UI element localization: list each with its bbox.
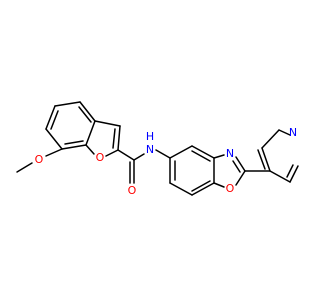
bond-c3-c2 xyxy=(117,125,121,151)
bond-c3-c2-inner xyxy=(112,128,116,149)
bond-c2-o1 xyxy=(105,149,119,157)
bond-c3a-n3 xyxy=(213,154,225,159)
bond-pyr-c4-c5 xyxy=(269,170,291,183)
bond-pyr-c5-c6-inner xyxy=(286,164,294,178)
bond-bx-c7a-c7 xyxy=(191,182,215,196)
bond-pyr-c5-c6 xyxy=(289,165,299,183)
methoxy-oxygen-label: O xyxy=(35,153,44,166)
bond-n3-c2ox-inner xyxy=(232,160,241,173)
bond-c7a-c7 xyxy=(61,144,87,150)
bond-o-c7 xyxy=(45,148,63,157)
bond-pyr-c3-c2 xyxy=(261,129,280,149)
bond-bx-c5-c4 xyxy=(169,145,193,159)
bond-c5-c4 xyxy=(54,101,81,107)
bond-c7a-c7-inner xyxy=(64,140,84,145)
bond-bx-c7-c6 xyxy=(169,182,193,196)
bonds xyxy=(16,101,299,196)
atom-labels: O O O N H N O N xyxy=(35,126,297,197)
amide-nitrogen-label: N xyxy=(146,143,154,156)
bond-bx-c7a-c7-inner xyxy=(191,180,211,192)
bond-c6-c5-inner xyxy=(50,110,59,130)
oxazole-oxygen-label: O xyxy=(226,182,235,195)
oxazole-nitrogen-label: N xyxy=(226,147,234,160)
bond-pyr-c4-c3-inner xyxy=(257,149,266,170)
molecule-structure: O O O N H N O N xyxy=(16,101,299,197)
amide-hydrogen-label: H xyxy=(146,130,154,143)
bond-c3a-c7a xyxy=(85,120,96,146)
bond-c7-c6 xyxy=(45,128,63,150)
bond-n3-c2ox xyxy=(235,156,246,172)
molecule-canvas: O O O N H N O N xyxy=(16,101,299,197)
carbonyl-oxygen-label: O xyxy=(128,184,137,197)
furan-oxygen-label: O xyxy=(96,151,105,164)
bond-bx-c4-c3a xyxy=(191,145,215,159)
pyridine-nitrogen-label: N xyxy=(289,126,297,139)
bond-carbonyl-n xyxy=(133,153,145,161)
bond-pyr-c2-n1 xyxy=(278,129,291,136)
bond-c2-carbonyl xyxy=(117,149,135,161)
bond-c3a-c3 xyxy=(94,120,121,127)
bond-c4-c3a xyxy=(79,101,96,122)
bond-c6-c5 xyxy=(45,105,56,130)
bond-pyr-c4-c3 xyxy=(261,147,271,172)
bond-c4-c3a-inner xyxy=(78,106,92,123)
bond-n-c5bx xyxy=(155,149,171,159)
bond-o1-c7a-bx xyxy=(213,182,225,188)
bond-o1-c7a xyxy=(85,144,95,155)
bond-methyl-o xyxy=(16,162,33,173)
bond-c2ox-o1 xyxy=(235,170,246,186)
bond-bx-c4-c3a-inner xyxy=(191,150,211,162)
